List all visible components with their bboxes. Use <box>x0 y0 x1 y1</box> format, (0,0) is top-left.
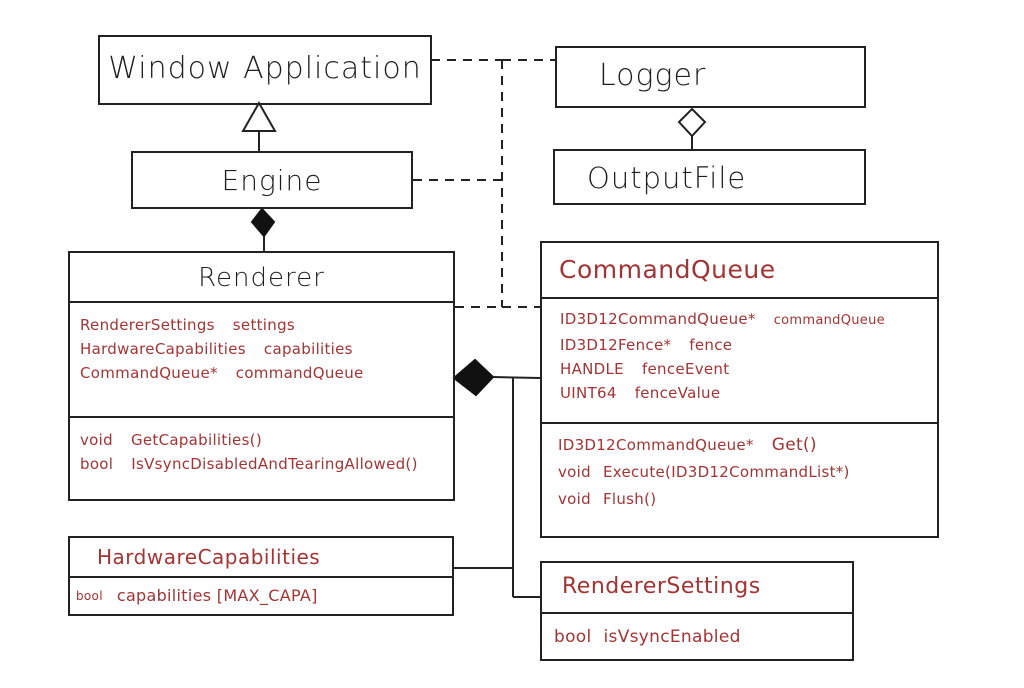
attribute-row: ID3D12Fence* fence <box>560 333 937 357</box>
attribute-type: bool <box>554 627 592 647</box>
attribute-row: RendererSettings settings <box>80 313 453 337</box>
attribute-row: UINT64 fenceValue <box>560 381 937 405</box>
composition-line-command-queue <box>492 376 541 379</box>
attributes-section: bool capabilities [MAX_CAPA] <box>70 576 452 614</box>
class-engine: Engine <box>131 151 413 209</box>
method-signature: Get() <box>771 435 817 455</box>
attributes-section: ID3D12CommandQueue* commandQueue ID3D12Fe… <box>542 297 937 423</box>
attribute-name: fenceValue <box>634 384 721 402</box>
method-signature: IsVsyncDisabledAndTearingAllowed() <box>131 455 418 473</box>
attribute-type: ID3D12CommandQueue* <box>560 310 756 328</box>
class-header: HardwareCapabilities <box>70 538 452 577</box>
method-return-type: bool <box>80 455 114 473</box>
class-command-queue: CommandQueue ID3D12CommandQueue* commandQ… <box>540 241 939 538</box>
attribute-row: bool capabilities [MAX_CAPA] <box>76 584 452 608</box>
attribute-type: UINT64 <box>560 384 617 402</box>
attribute-name: settings <box>232 316 296 334</box>
class-name: OutputFile <box>587 161 747 195</box>
attribute-row: HardwareCapabilities capabilities <box>80 337 453 361</box>
attributes-section: bool isVsyncEnabled <box>542 612 852 659</box>
method-return-type: void <box>80 431 113 449</box>
method-row: void Execute(ID3D12CommandList*) <box>558 459 937 486</box>
attribute-name: fence <box>689 336 733 354</box>
class-header: RendererSettings <box>542 563 852 613</box>
attribute-name: commandQueue <box>773 313 885 328</box>
method-return-type: void <box>558 490 591 508</box>
method-row: void Flush() <box>558 486 937 513</box>
attribute-name: capabilities [MAX_CAPA] <box>116 586 318 605</box>
class-hardware-capabilities: HardwareCapabilities bool capabilities [M… <box>68 536 454 616</box>
class-renderer: Renderer RendererSettings settings Hardwa… <box>68 251 455 501</box>
class-name: Logger <box>599 58 707 93</box>
class-name: Window Application <box>108 51 422 86</box>
inheritance-arrowhead-icon <box>241 100 277 132</box>
attribute-name: capabilities <box>263 340 353 358</box>
class-name: CommandQueue <box>559 255 776 284</box>
attribute-type: HANDLE <box>560 360 624 378</box>
class-window-application: Window Application <box>98 35 432 105</box>
class-header: CommandQueue <box>542 243 937 298</box>
attribute-name: isVsyncEnabled <box>603 627 741 647</box>
method-return-type: ID3D12CommandQueue* <box>558 436 754 454</box>
method-return-type: void <box>558 463 591 481</box>
class-name: HardwareCapabilities <box>97 545 321 569</box>
attribute-row: HANDLE fenceEvent <box>560 357 937 381</box>
attribute-row: ID3D12CommandQueue* commandQueue <box>560 307 937 333</box>
attributes-section: RendererSettings settings HardwareCapabil… <box>70 301 453 417</box>
method-row: bool IsVsyncDisabledAndTearingAllowed() <box>80 452 453 476</box>
composition-diamond-renderer-icon <box>452 358 495 397</box>
class-header: Renderer <box>70 253 453 302</box>
attribute-type: RendererSettings <box>80 316 215 334</box>
method-signature: GetCapabilities() <box>130 431 262 449</box>
methods-section: void GetCapabilities() bool IsVsyncDisable… <box>70 416 453 499</box>
class-renderer-settings: RendererSettings bool isVsyncEnabled <box>540 561 854 661</box>
attribute-name: fenceEvent <box>641 360 730 378</box>
class-name: Engine <box>221 164 323 197</box>
method-row: ID3D12CommandQueue* Get() <box>558 432 937 459</box>
class-name: RendererSettings <box>562 574 761 599</box>
attribute-row: CommandQueue* commandQueue <box>80 361 453 385</box>
methods-section: ID3D12CommandQueue* Get() void Execute(ID3… <box>542 422 937 536</box>
composition-diamond-icon <box>250 207 276 238</box>
aggregation-diamond-icon <box>677 107 707 138</box>
class-name: Renderer <box>198 263 325 293</box>
attribute-row: bool isVsyncEnabled <box>554 625 852 649</box>
attribute-type: bool <box>76 589 103 603</box>
attribute-type: ID3D12Fence* <box>560 336 672 354</box>
class-output-file: OutputFile <box>553 149 866 205</box>
method-signature: Execute(ID3D12CommandList*) <box>602 463 850 481</box>
class-logger: Logger <box>555 46 866 108</box>
method-signature: Flush() <box>602 490 657 508</box>
attribute-type: HardwareCapabilities <box>80 340 246 358</box>
attribute-name: commandQueue <box>235 364 364 382</box>
method-row: void GetCapabilities() <box>80 428 453 452</box>
attribute-type: CommandQueue* <box>80 364 218 382</box>
